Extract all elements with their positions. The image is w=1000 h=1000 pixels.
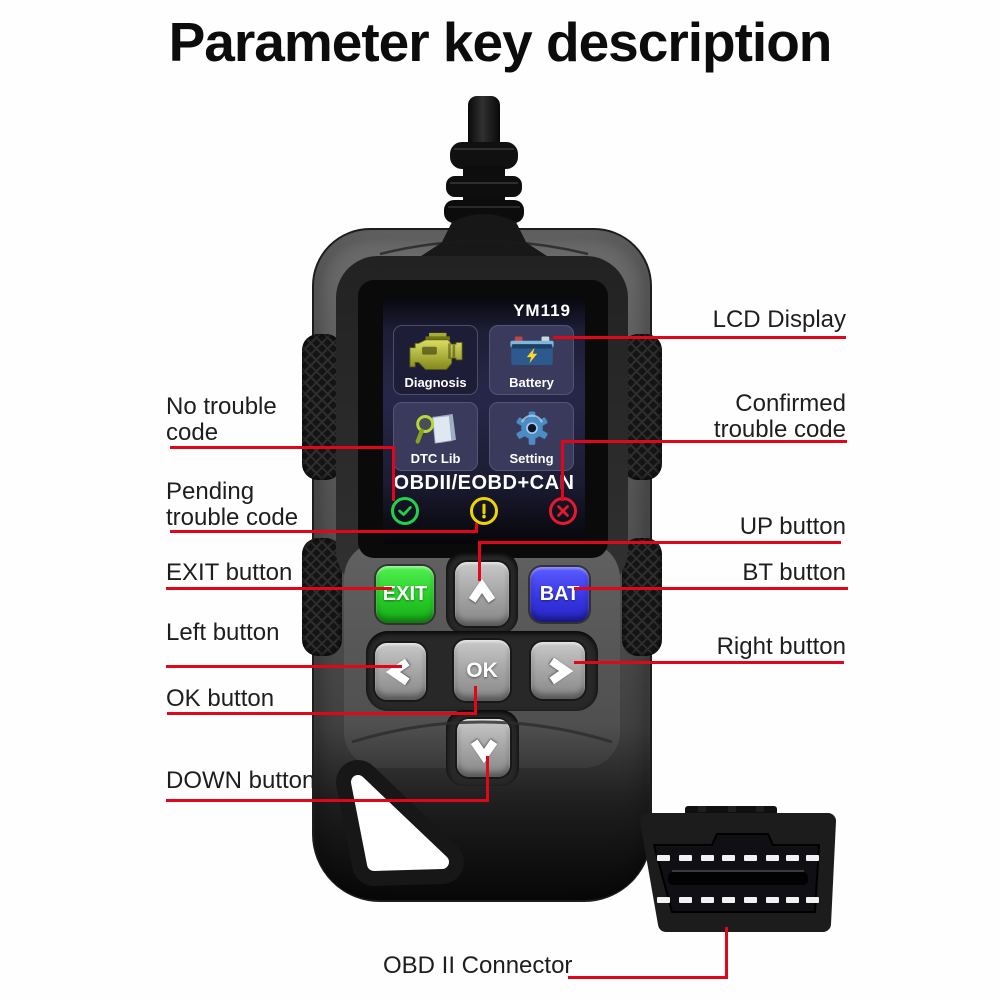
label-down-button: DOWN button bbox=[166, 767, 316, 794]
label-confirmed-trouble-code: Confirmed trouble code bbox=[713, 390, 846, 443]
left-button[interactable] bbox=[375, 643, 426, 700]
annotation-line-down-v bbox=[486, 756, 489, 799]
annotation-line-down bbox=[166, 799, 489, 802]
up-arrow-icon bbox=[468, 578, 496, 603]
menu-tile-dtc-lib: DTC Lib bbox=[393, 402, 478, 471]
magnifier-book-icon bbox=[411, 403, 461, 451]
tile-label: Battery bbox=[509, 375, 554, 390]
right-arrow-icon bbox=[549, 657, 574, 684]
annotation-line-up-v bbox=[478, 541, 481, 581]
up-button[interactable] bbox=[455, 562, 509, 626]
menu-tile-setting: Setting bbox=[489, 402, 574, 471]
rubber-grip-right-bottom bbox=[622, 538, 662, 656]
rubber-grip-right-top bbox=[622, 334, 662, 480]
exit-button[interactable]: EXIT bbox=[376, 566, 434, 623]
annotation-line-no-trouble-v bbox=[392, 446, 395, 501]
label-pending-trouble-code: Pending trouble code bbox=[166, 478, 299, 531]
label-no-trouble-code: No trouble code bbox=[166, 393, 277, 446]
cable-strain-relief bbox=[442, 142, 526, 242]
label-exit-button: EXIT button bbox=[166, 559, 293, 586]
label-right-button: Right button bbox=[716, 633, 846, 660]
menu-tile-diagnosis: Diagnosis bbox=[393, 325, 478, 395]
annotation-line-bt bbox=[574, 587, 848, 590]
right-button[interactable] bbox=[531, 642, 585, 699]
gear-icon bbox=[510, 403, 554, 451]
tile-label: Setting bbox=[509, 451, 554, 466]
model-number: YM119 bbox=[513, 301, 571, 320]
annotation-line-right bbox=[574, 661, 844, 664]
label-lcd-display: LCD Display bbox=[712, 306, 846, 333]
annotation-line-lcd bbox=[553, 336, 846, 339]
label-left-button: Left button bbox=[166, 619, 280, 646]
keychain-hole bbox=[336, 760, 464, 886]
annotation-line-pending-v bbox=[475, 523, 478, 532]
bt-button[interactable]: BAT bbox=[530, 567, 589, 622]
annotation-line-confirmed-v bbox=[561, 440, 564, 501]
engine-icon bbox=[408, 326, 464, 375]
annotation-line-ok bbox=[167, 712, 477, 715]
annotation-line-ok-v bbox=[474, 686, 477, 712]
tile-label: DTC Lib bbox=[410, 451, 461, 466]
lcd-display: YM119 Diagnosis bbox=[383, 296, 585, 544]
annotation-line-obd bbox=[568, 976, 728, 979]
confirmed-trouble-code-icon bbox=[549, 497, 577, 525]
annotation-line-no-trouble bbox=[170, 446, 394, 449]
no-trouble-code-icon bbox=[391, 497, 419, 525]
annotation-line-pending bbox=[170, 530, 478, 533]
label-up-button: UP button bbox=[739, 513, 846, 540]
label-bt-button: BT button bbox=[742, 559, 846, 586]
down-arrow-icon bbox=[470, 739, 497, 764]
pending-trouble-code-icon bbox=[470, 497, 498, 525]
status-icon-row bbox=[391, 497, 577, 525]
annotation-line-obd-v bbox=[725, 927, 728, 976]
annotation-line-up bbox=[479, 541, 841, 544]
label-obd-connector: OBD II Connector bbox=[383, 952, 573, 979]
annotation-line-left bbox=[166, 665, 402, 668]
menu-grid: Diagnosis Battery bbox=[393, 325, 575, 471]
rubber-grip-left-bottom bbox=[302, 538, 342, 656]
protocol-caption: OBDII/EOBD+CAN bbox=[393, 472, 575, 494]
annotation-line-confirmed bbox=[561, 440, 847, 443]
tile-label: Diagnosis bbox=[404, 375, 467, 390]
left-arrow-icon bbox=[385, 658, 410, 685]
label-ok-button: OK button bbox=[166, 685, 275, 712]
rubber-grip-left-top bbox=[302, 334, 342, 480]
lcd-bezel: YM119 Diagnosis bbox=[358, 280, 608, 558]
annotation-line-exit bbox=[166, 587, 392, 590]
page-title: Parameter key description bbox=[168, 11, 833, 73]
battery-icon bbox=[506, 326, 558, 375]
ok-button[interactable]: OK bbox=[454, 640, 510, 701]
obd2-connector bbox=[640, 806, 836, 932]
